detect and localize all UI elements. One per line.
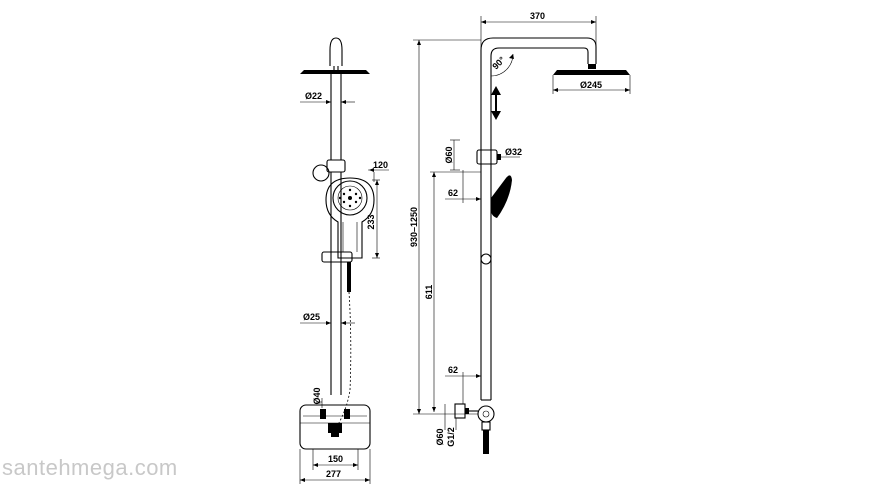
side-view: 370 90° Ø245 Ø60 Ø [409, 11, 631, 454]
dim-mixer-width: 277 [326, 469, 341, 479]
handshower-holder [321, 251, 353, 263]
dim-head: Ø245 [580, 80, 602, 90]
wall-connection-side [454, 399, 495, 454]
watermark: santehmega.com [2, 455, 178, 480]
dim-wall-bracket: Ø60 [435, 428, 445, 445]
hand-shower-side [490, 175, 512, 218]
overhead-head-front [300, 70, 370, 74]
dim-total-height: 930–1250 [409, 207, 419, 247]
arm-inner [490, 47, 589, 150]
dim-riser: Ø25 [303, 312, 320, 322]
dim-arm-angle: 90° [490, 54, 507, 71]
dim-slider-bracket: Ø60 [444, 146, 454, 163]
hose [335, 291, 352, 429]
riser-top-bend [329, 37, 343, 66]
front-view: Ø22 [299, 37, 389, 484]
dim-mixer-centers: 150 [328, 454, 343, 464]
dim-handshower-width: 120 [373, 160, 388, 170]
thermostatic-mixer-front [299, 404, 371, 450]
slider-block [476, 149, 498, 165]
dim-slider-offset: 62 [448, 188, 458, 198]
dim-mixer-body: Ø40 [312, 387, 322, 404]
dim-wall-offset: 62 [448, 365, 458, 375]
hand-shower-front [325, 177, 375, 259]
height-adjust-arrow-icon [491, 86, 501, 120]
dim-riser-height: 611 [424, 285, 434, 300]
arm-outer [480, 37, 597, 150]
dim-inlet-thread: G1/2 [446, 427, 456, 447]
holder-knob [480, 253, 492, 265]
dim-handshower-height: 233 [366, 214, 376, 229]
dim-slider: Ø32 [505, 147, 522, 157]
dim-arm-length: 370 [530, 11, 545, 21]
diverter-block [326, 159, 346, 173]
hose-connector [347, 262, 351, 292]
overhead-head-side [553, 70, 630, 75]
dim-top-tube: Ø22 [305, 91, 322, 101]
